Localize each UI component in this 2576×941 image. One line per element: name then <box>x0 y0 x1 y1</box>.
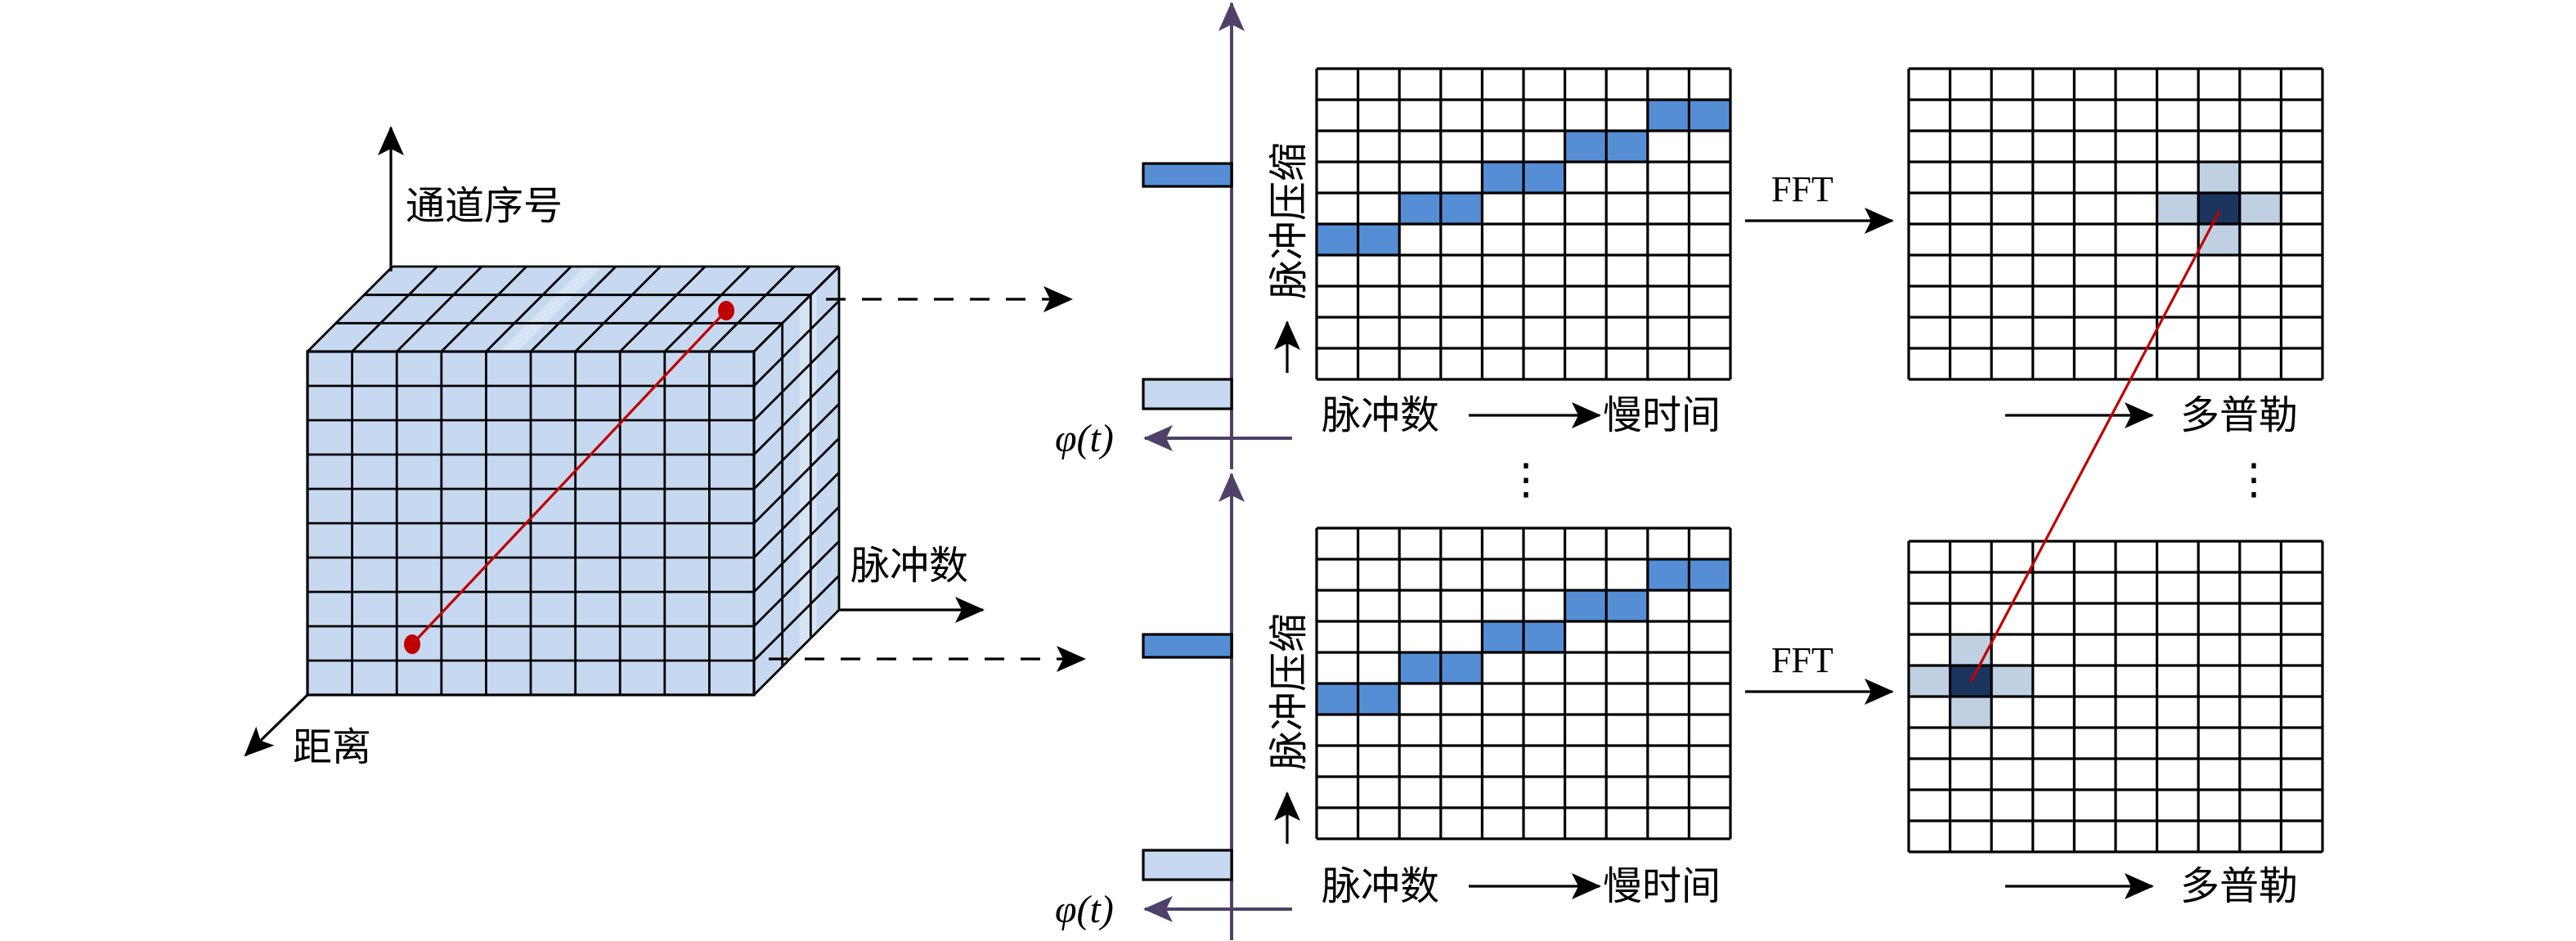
doppler-matrix <box>1907 540 2324 854</box>
cube-grid-line <box>753 609 840 696</box>
pulse-echo-cell <box>1399 652 1441 683</box>
cube-grid-line <box>708 266 796 352</box>
cube-grid-line <box>753 506 840 593</box>
pulse-axis-label: 脉冲数 <box>850 543 968 589</box>
pulse-echo-cell <box>1399 193 1441 224</box>
doppler-label: 多普勒 <box>2180 863 2298 909</box>
phase-bar-strong <box>1142 633 1233 659</box>
doppler-peak-cell <box>2198 193 2240 224</box>
doppler-sidelobe-cell <box>2156 193 2199 224</box>
phase-bar-weak <box>1142 378 1233 410</box>
pulse-echo-cell <box>1358 683 1400 715</box>
pulse-compressed-matrix <box>1315 67 1732 381</box>
cube-grid-line <box>351 266 438 352</box>
pulse-echo-cell <box>1564 590 1607 621</box>
pulse-compressed-matrix <box>1315 527 1732 840</box>
cube-grid-line <box>307 266 393 352</box>
range-compress-label: 脉冲压缩 <box>1266 613 1312 770</box>
doppler-target-link <box>1969 210 2221 683</box>
target-dot-far <box>718 301 734 320</box>
pulse-echo-cell <box>1647 559 1690 590</box>
doppler-sidelobe-cell <box>1909 665 1950 697</box>
pulse-echo-cell <box>1689 559 1730 590</box>
phase-bar-strong <box>1142 162 1233 188</box>
pulse-echo-cell <box>1524 621 1565 652</box>
cube-grid-line <box>485 266 572 352</box>
cube-highlight <box>499 267 603 352</box>
pulse-echo-cell <box>1524 162 1565 193</box>
pulse-echo-cell <box>1482 621 1524 652</box>
cube-grid-line <box>530 266 617 352</box>
cube-grid-line <box>753 369 840 455</box>
fft-label: FFT <box>1771 640 1833 680</box>
pulse-echo-cell <box>1564 131 1607 162</box>
data-cube <box>306 265 841 697</box>
range-axis-label: 距离 <box>293 724 371 770</box>
pulse-echo-cell <box>1606 131 1648 162</box>
pulse-echo-cell <box>1606 590 1648 621</box>
cube-grid-line <box>663 266 751 352</box>
phase-axis-label: φ(t) <box>1055 417 1114 460</box>
slow-time-label: 慢时间 <box>1603 863 1721 909</box>
target-dot-near <box>404 634 420 654</box>
range-axis-arrow <box>244 693 309 757</box>
cube-grid-line <box>753 575 840 661</box>
ellipsis-doppler: ⋮ <box>2233 457 2275 504</box>
pulse-echo-cell <box>1647 100 1690 131</box>
pulse-echo-cell <box>1440 652 1483 683</box>
fft-label: FFT <box>1771 169 1833 209</box>
ellipsis-pulse: ⋮ <box>1505 457 1547 504</box>
cube-grid-lines <box>307 265 841 696</box>
cube-grid-line <box>753 403 840 490</box>
slow-time-label: 慢时间 <box>1603 392 1721 438</box>
pulse-number-label: 脉冲数 <box>1322 863 1439 909</box>
target-trace <box>404 301 734 654</box>
pulse-echo-cell <box>1689 100 1730 131</box>
pulse-echo-cell <box>1317 224 1358 255</box>
pulse-number-label: 脉冲数 <box>1322 392 1439 438</box>
cube-grid-line <box>753 540 840 627</box>
doppler-sidelobe-cell <box>2239 193 2282 224</box>
phase-bar-weak <box>1142 849 1233 881</box>
doppler-matrix <box>1907 67 2324 381</box>
doppler-label: 多普勒 <box>2180 392 2298 438</box>
pulse-echo-cell <box>1358 224 1400 255</box>
cube-grid-line <box>396 266 483 352</box>
channel-axis-label: 通道序号 <box>406 183 563 229</box>
cube-grid-line <box>753 437 840 524</box>
cube-grid-line <box>753 334 840 421</box>
cube-grid-line <box>753 266 840 352</box>
doppler-sidelobe-cell <box>1950 634 1992 665</box>
pulse-echo-cell <box>1440 193 1483 224</box>
pulse-echo-cell <box>1482 162 1524 193</box>
cube-grid-line <box>440 266 527 352</box>
range-compress-label: 脉冲压缩 <box>1266 142 1312 299</box>
cube-grid-line <box>619 266 707 352</box>
cube-grid-line <box>753 472 840 558</box>
cube-target-line <box>411 309 728 646</box>
cube-grid-line <box>753 300 840 387</box>
doppler-sidelobe-cell <box>2198 162 2240 193</box>
pulse-echo-cell <box>1317 683 1358 715</box>
doppler-sidelobe-cell <box>1991 665 2033 697</box>
phase-axis-label: φ(t) <box>1055 888 1114 931</box>
doppler-sidelobe-cell <box>1950 697 1992 728</box>
cube-grid-line <box>574 266 662 352</box>
